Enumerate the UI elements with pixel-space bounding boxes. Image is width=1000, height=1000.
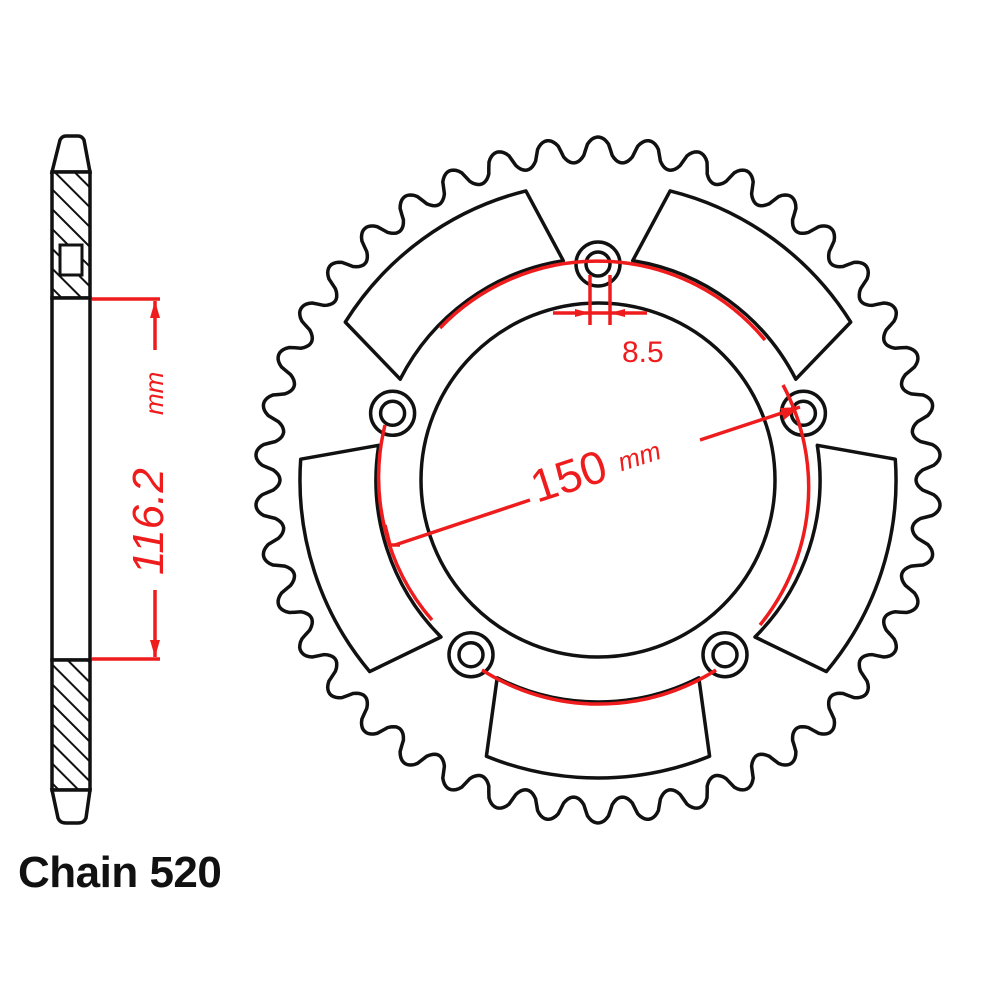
side-profile [49,134,93,825]
side-hub [50,296,92,662]
bolt-circle-value-label: 150 [524,439,613,512]
bolt-circle-dimension [376,259,811,706]
lightening-cutouts [298,189,898,780]
bolt-hole [584,250,612,278]
side-bottom-hatch [50,658,92,792]
sprocket-face [254,135,942,825]
cutout [484,676,712,780]
bolt-hole-label: 8.5 [622,336,664,369]
cutout [630,189,853,381]
cutout [298,443,443,674]
bolt-hole [574,240,622,288]
height-value-label: 116.2 [124,468,173,575]
center-bore [419,301,777,659]
bolt-hole [457,640,485,669]
side-top-hatch [50,170,92,300]
bolt-hole [378,399,407,428]
bolt-circle-unit-label: mm [614,435,664,477]
height-dimension [92,297,160,661]
sprocket-teeth-outline [254,135,942,825]
bolt-hole [368,389,417,438]
bolt-hole [447,630,495,679]
side-top-tooth [49,134,93,174]
side-bottom-tooth [49,788,93,825]
cutout [753,443,898,674]
cutout [343,189,566,381]
chain-size-caption: Chain 520 [18,848,222,897]
bolt-hole [711,640,739,669]
height-unit-label: mm [139,372,169,415]
bolt-hole [701,630,749,679]
